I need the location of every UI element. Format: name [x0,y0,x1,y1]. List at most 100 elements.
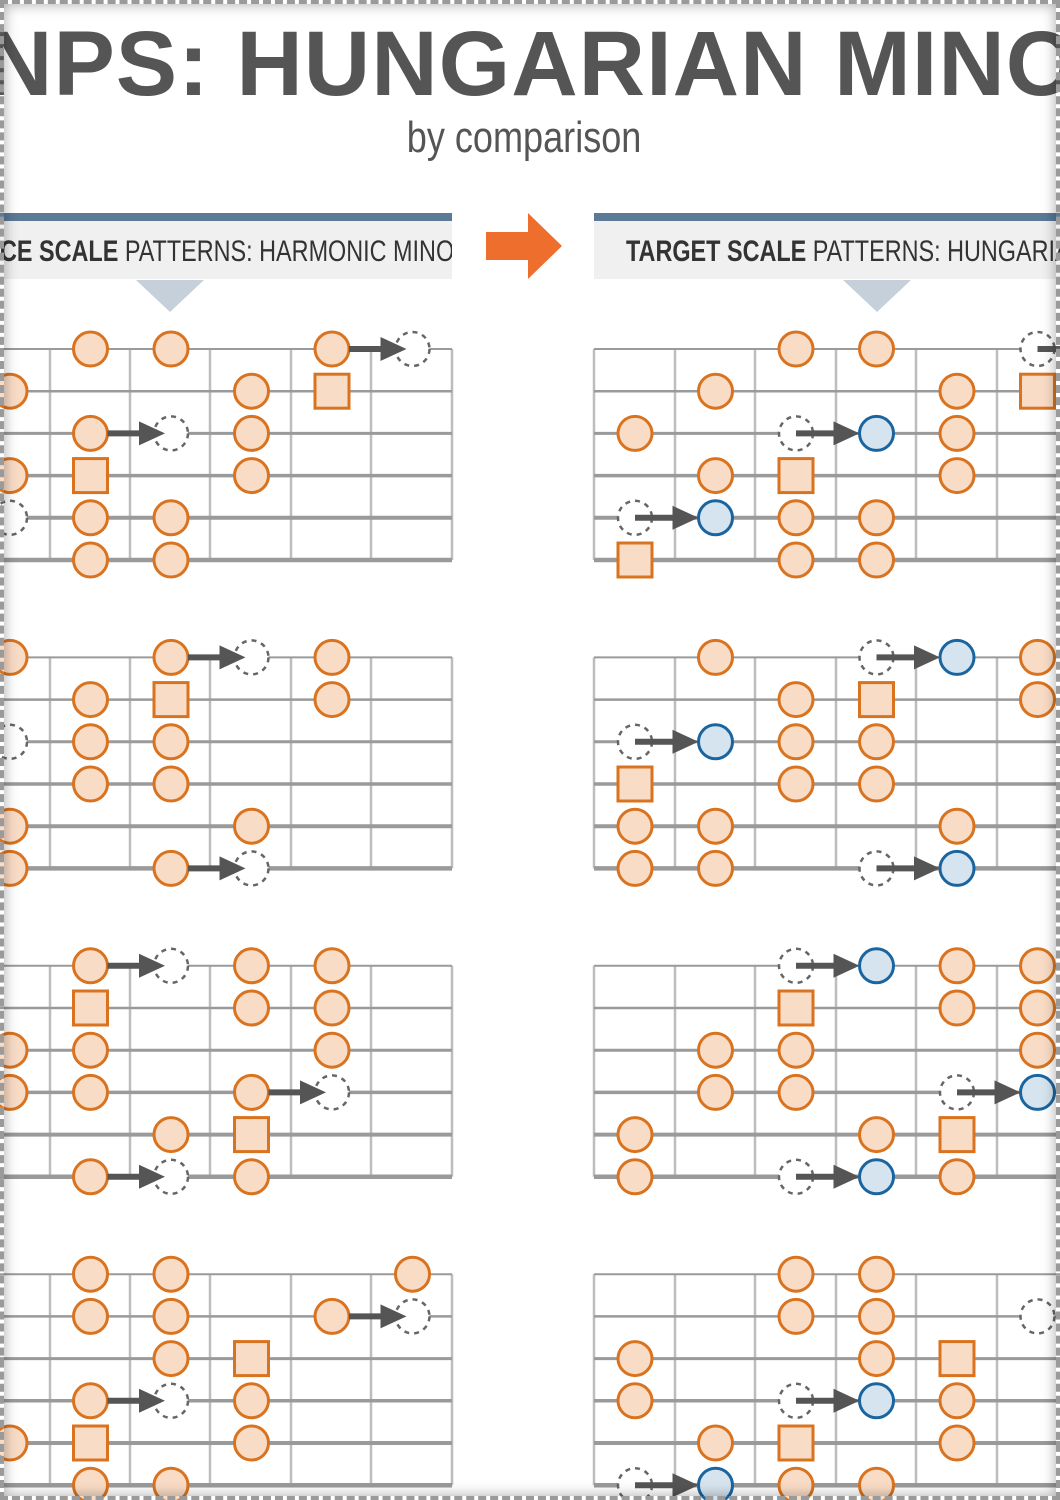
scale-note-circle [858,541,895,579]
scale-note-circle [72,1255,109,1293]
root-note-square [938,1116,976,1154]
subtitle-text: by comparison [406,113,642,162]
shift-arrow-head-icon [380,1304,407,1329]
scale-note-circle [697,1073,734,1111]
scale-note-circle [1019,1031,1056,1069]
scale-note-circle [72,765,109,803]
source-label-bold: CE SCALE [0,235,119,268]
target-fretboard-4 [592,1255,1060,1500]
root-note-square [938,1340,976,1378]
shift-arrow-head-icon [139,421,165,446]
scale-note-circle [777,723,815,761]
scale-note-circle [616,1340,654,1378]
ghost-note-circle [0,499,29,537]
root-note-square [233,1116,270,1154]
scale-note-circle [777,1073,815,1111]
shift-arrow-head-icon [139,1164,165,1189]
source-fretboard-1 [0,330,454,579]
scale-note-circle [72,330,109,368]
scale-note-circle [858,330,895,368]
scale-note-circle [72,1466,109,1500]
scale-note-circle [72,1158,109,1196]
target-fretboard-1 [592,330,1060,579]
scale-note-circle [697,849,734,887]
scale-note-circle [616,1158,654,1196]
scale-note-circle [152,499,190,537]
altered-note-circle [858,947,895,985]
shift-arrow-head-icon [139,953,165,978]
scale-note-circle [0,638,29,676]
altered-note-circle [938,849,976,887]
root-note-square [777,1424,815,1462]
scale-note-circle [777,1466,815,1500]
scale-note-circle [152,849,190,887]
root-note-square [777,989,815,1027]
scale-note-circle [0,807,29,845]
scale-note-circle [233,414,270,452]
source-fretboard-2 [0,638,454,887]
scale-note-circle [394,1255,431,1293]
shift-arrow-head-icon [219,645,246,670]
scale-note-circle [152,541,190,579]
scale-note-circle [313,1297,351,1335]
ghost-note-circle [1019,1298,1056,1335]
target-panel-header: TARGET SCALE PATTERNS: HUNGARIAN [594,213,1060,279]
ghost-note-circle [0,723,29,761]
scale-note-circle [777,541,815,579]
scale-note-circle [72,414,109,452]
altered-note-circle [697,499,734,537]
scale-note-circle [72,947,109,985]
scale-note-circle [152,1340,190,1378]
scale-note-circle [72,1382,109,1420]
scale-note-circle [938,989,976,1027]
shift-arrow-head-icon [672,1473,699,1498]
scale-note-circle [72,681,109,719]
scale-note-circle [313,330,351,368]
altered-note-circle [697,723,734,761]
scale-note-circle [697,638,734,676]
scale-note-circle [938,372,976,410]
orange-arrow-icon [486,213,562,279]
scale-note-circle [858,765,895,803]
scale-note-circle [233,1073,270,1111]
scale-note-circle [152,1255,190,1293]
root-note-square [313,372,351,410]
target-panel-label: TARGET SCALE PATTERNS: HUNGARIAN [626,235,1060,269]
scale-note-circle [616,849,654,887]
source-panel-label: CE SCALE PATTERNS: HARMONIC MINOR [0,235,452,269]
scale-note-circle [152,723,190,761]
root-note-square [152,681,190,719]
scale-note-circle [152,330,190,368]
scale-note-circle [313,638,351,676]
target-label-bold: TARGET SCALE [626,235,807,268]
shift-arrow-head-icon [994,1080,1021,1105]
shift-arrow-head-icon [833,1388,860,1413]
scale-note-circle [233,372,270,410]
scale-note-circle [616,1116,654,1154]
scale-note-circle [938,457,976,495]
scale-note-circle [938,414,976,452]
scale-note-circle [72,541,109,579]
scale-note-circle [938,947,976,985]
scale-note-circle [697,807,734,845]
scale-note-circle [777,681,815,719]
scale-note-circle [1019,947,1056,985]
scale-note-circle [0,457,29,495]
scale-note-circle [72,1031,109,1069]
scale-note-circle [938,807,976,845]
root-note-square [616,765,654,803]
altered-note-circle [858,1158,895,1196]
shift-arrow-head-icon [380,337,407,361]
scale-note-circle [616,807,654,845]
scale-note-circle [777,330,815,368]
root-note-square [616,541,654,579]
altered-note-circle [697,1466,734,1500]
scale-note-circle [233,457,270,495]
target-fretboard-3 [592,947,1060,1196]
scale-note-circle [152,1297,190,1335]
scale-note-circle [777,1255,815,1293]
root-note-square [858,681,895,719]
scale-note-circle [697,1031,734,1069]
shift-arrow-head-icon [833,421,860,446]
scale-note-circle [152,638,190,676]
